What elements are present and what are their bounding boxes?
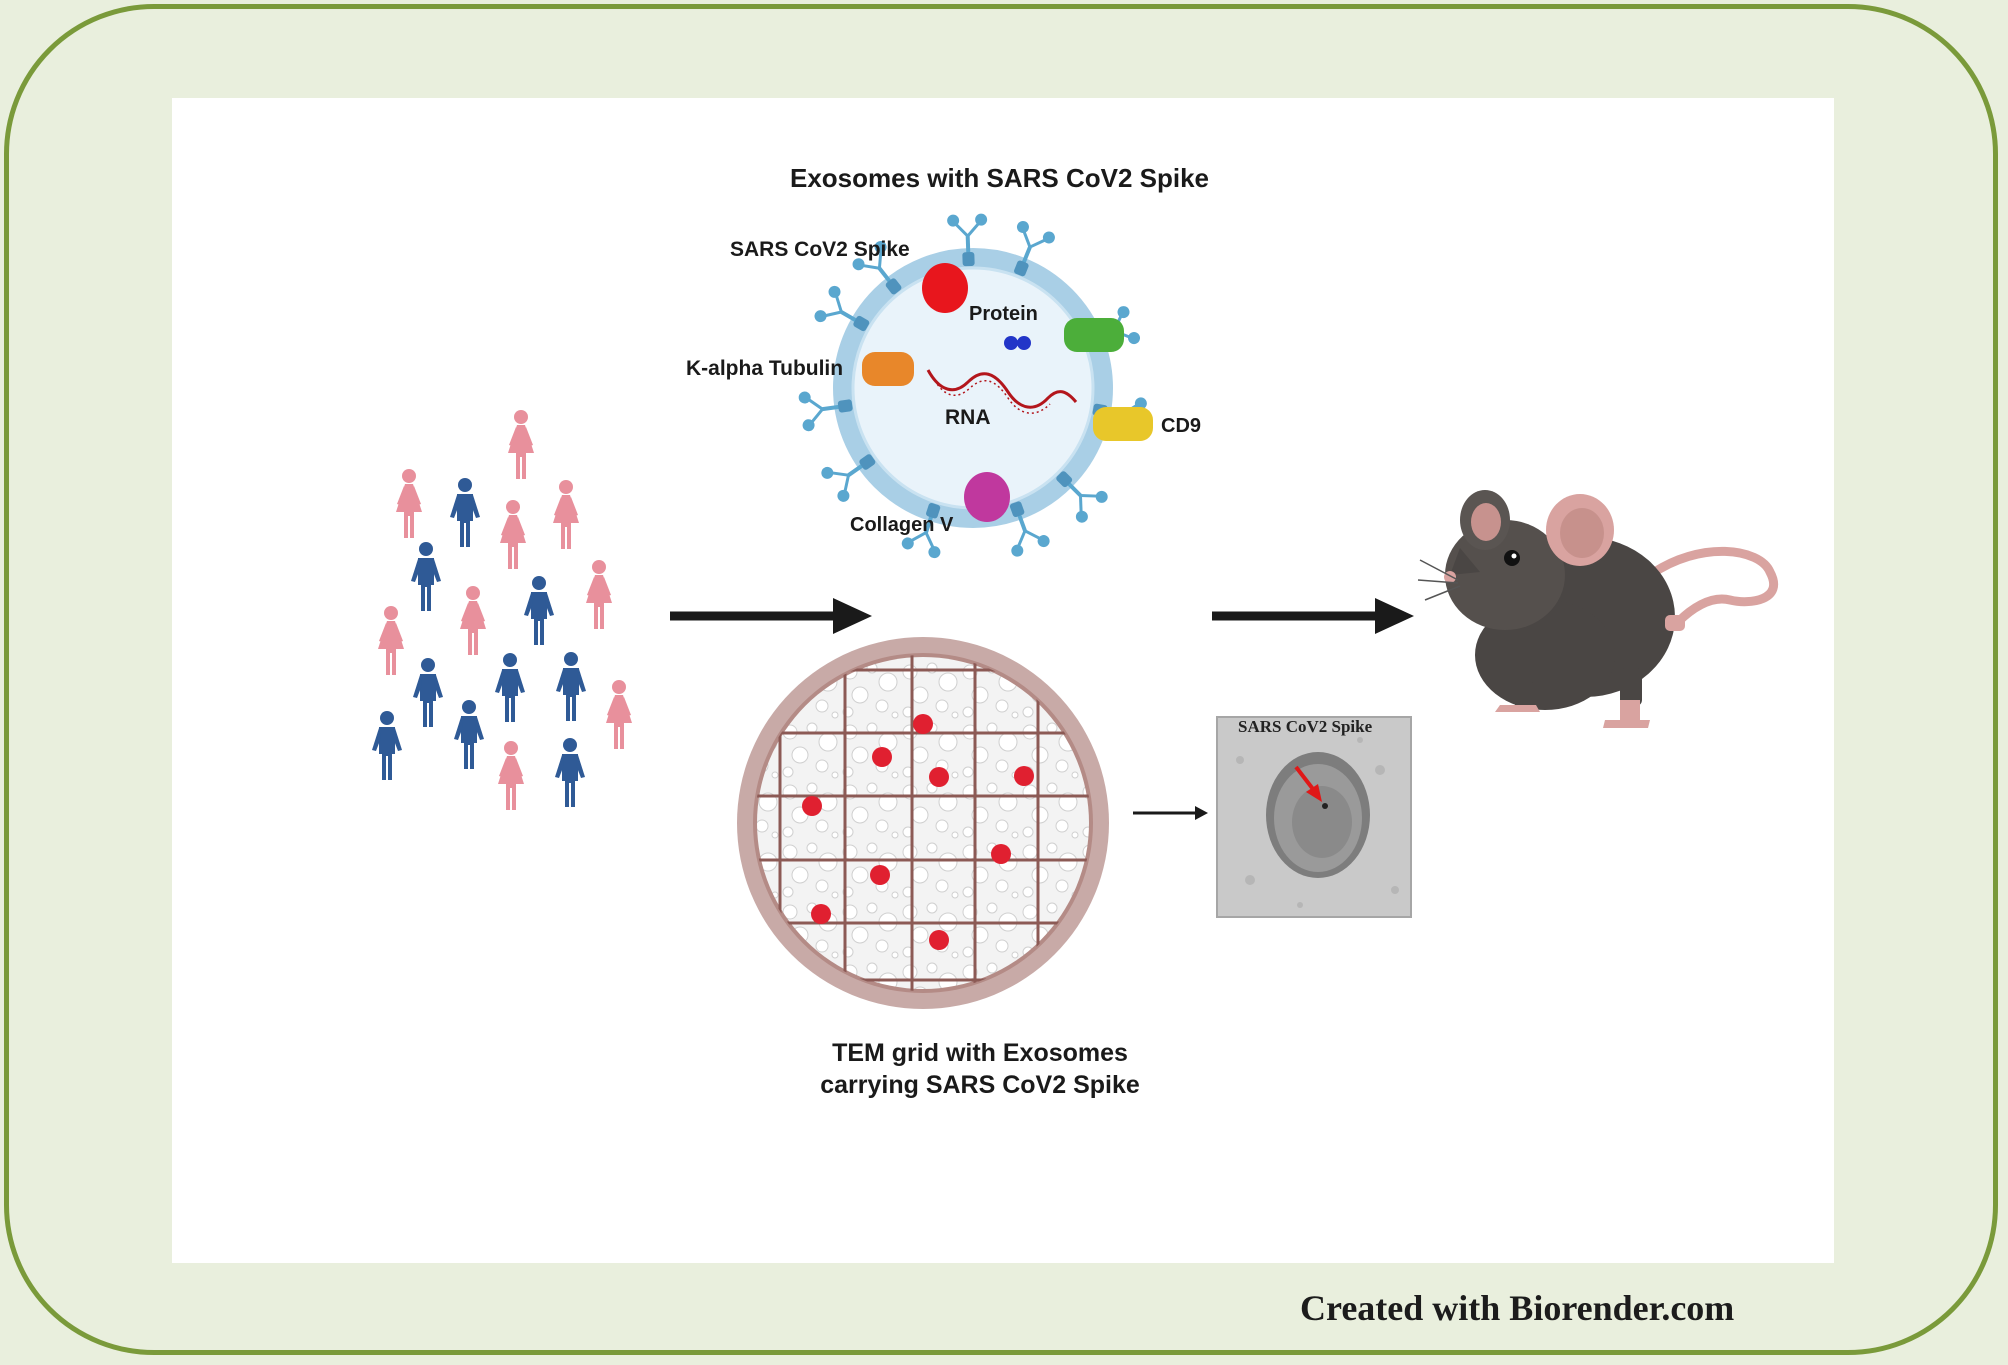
arrow-icon <box>670 598 872 634</box>
label-cd9: CD9 <box>1161 415 1202 437</box>
tem-grid-caption: TEM grid with Exosomes carrying SARS CoV… <box>820 1039 1140 1099</box>
tubulin-marker <box>862 352 914 386</box>
green-marker <box>1064 318 1124 352</box>
collagen-marker <box>964 472 1010 522</box>
population-group <box>372 410 632 810</box>
cd9-marker <box>1093 407 1153 441</box>
tem-micrograph-icon <box>1216 716 1412 918</box>
exosome-icon <box>795 213 1153 562</box>
label-spike: SARS CoV2 Spike <box>730 238 910 261</box>
protein-marker <box>1004 336 1018 350</box>
arrow-icon <box>1212 598 1414 634</box>
label-collagen: Collagen V <box>850 514 954 536</box>
arrow-icon <box>1133 806 1208 820</box>
tem-image-label: SARS CoV2 Spike <box>1238 717 1373 736</box>
female-person-icon <box>378 410 632 810</box>
mouse-icon <box>1417 490 1779 728</box>
protein-marker <box>1017 336 1031 350</box>
label-rna: RNA <box>945 406 991 429</box>
rna-strand <box>926 369 1078 409</box>
label-tubulin: K-alpha Tubulin <box>686 357 844 380</box>
tem-grid-icon <box>737 637 1109 1009</box>
credit-text: Created with Biorender.com <box>1300 1288 1735 1328</box>
spike-protein-marker <box>922 263 968 313</box>
label-protein: Protein <box>969 303 1038 325</box>
diagram-title: Exosomes with SARS CoV2 Spike <box>790 163 1210 193</box>
